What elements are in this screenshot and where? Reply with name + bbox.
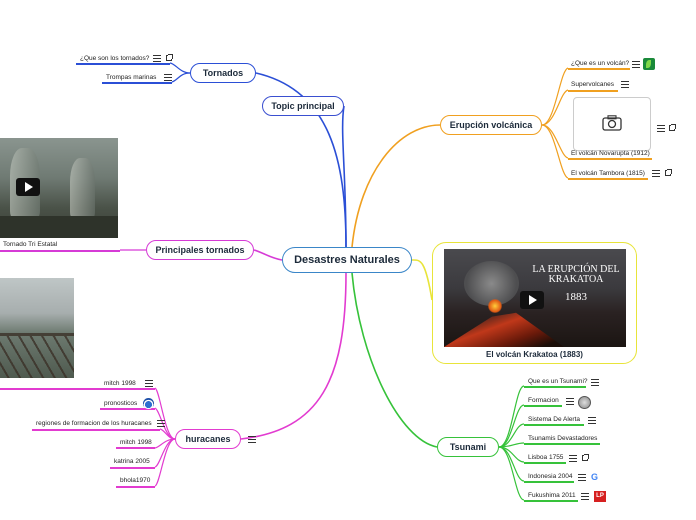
video-thumbnail-tornado[interactable] (0, 138, 118, 238)
video-thumbnail-krakatoa[interactable]: LA ERUPCIÓN DEL KRAKATOA 1883 (444, 249, 626, 347)
subtopic-bhola-1970[interactable]: bhola1970 (120, 477, 151, 484)
subtopic-novarupta[interactable]: El volcán Novarupta (1912) (571, 150, 650, 157)
subtopic-underline (524, 405, 562, 407)
note-icon[interactable] (578, 474, 586, 481)
note-icon[interactable] (632, 61, 640, 68)
lp-icon[interactable]: LP (594, 491, 606, 502)
note-icon[interactable] (164, 74, 172, 81)
subtopic-underline (32, 429, 160, 431)
google-icon[interactable]: G (591, 472, 599, 482)
subtopic-indonesia-2004[interactable]: Indonesia 2004 (528, 473, 573, 480)
image-huracan[interactable] (0, 278, 74, 378)
play-icon[interactable] (520, 291, 544, 309)
note-icon[interactable] (621, 81, 629, 88)
subtopic-tornado-tri-estatal[interactable]: Tornado Tri Estatal (3, 241, 58, 248)
camera-icon (602, 115, 622, 131)
subtopic-fukushima-2011[interactable]: Fukushima 2011 (528, 492, 576, 499)
play-icon[interactable] (16, 178, 40, 196)
topic-tornados[interactable]: Tornados (190, 63, 256, 83)
note-icon[interactable] (248, 436, 256, 443)
subtopic-underline (568, 178, 648, 180)
subtopic-tambora[interactable]: El volcán Tambora (1815) (571, 170, 645, 177)
subtopic-supervolcanes[interactable]: Supervolcanes (571, 81, 614, 88)
note-icon[interactable] (652, 170, 660, 177)
subtopic-mitch-1998-b[interactable]: mitch 1998 (120, 439, 152, 446)
external-link-icon[interactable] (166, 54, 173, 61)
subtopic-katrina-2005[interactable]: katrina 2005 (114, 458, 150, 465)
topic-tsunami[interactable]: Tsunami (437, 437, 499, 457)
subtopic-underline (0, 388, 155, 390)
video-year: 1883 (565, 291, 587, 303)
subtopic-tsunamis-devastadores[interactable]: Tsunamis Devastadores (528, 435, 598, 442)
subtopic-underline (116, 486, 155, 488)
subtopic-underline (524, 462, 566, 464)
subtopic-trompas-marinas[interactable]: Trompas marinas (106, 74, 157, 81)
subtopic-underline (568, 68, 630, 70)
note-icon[interactable] (566, 398, 574, 405)
subtopic-underline (102, 82, 172, 84)
subtopic-underline (524, 424, 584, 426)
topic-krakatoa[interactable]: LA ERUPCIÓN DEL KRAKATOA 1883 El volcán … (432, 242, 637, 364)
subtopic-underline (116, 447, 155, 449)
note-icon[interactable] (569, 455, 577, 462)
subtopic-underline (0, 250, 120, 252)
note-icon[interactable] (588, 417, 596, 424)
subtopic-underline (100, 408, 155, 410)
noaa-icon[interactable] (143, 398, 154, 409)
leaf-icon[interactable] (643, 58, 655, 70)
topic-huracanes[interactable]: huracanes (175, 429, 241, 449)
subtopic-lisboa-1755[interactable]: Lisboa 1755 (528, 454, 564, 461)
subtopic-sistema-alerta[interactable]: Sistema De Alerta (528, 416, 581, 423)
subtopic-underline (524, 443, 600, 445)
subtopic-que-son-tornados[interactable]: ¿Que son los tornados? (80, 55, 150, 62)
subtopic-pronosticos[interactable]: pronosticos (104, 400, 138, 407)
subtopic-underline (568, 90, 618, 92)
subtopic-formacion[interactable]: Formacion (528, 397, 559, 404)
note-icon[interactable] (145, 380, 153, 387)
subtopic-underline (568, 158, 652, 160)
note-icon[interactable] (153, 55, 161, 62)
subtopic-underline (110, 467, 155, 469)
video-title-line2: KRAKATOA (548, 274, 604, 285)
globe-icon[interactable] (578, 396, 591, 409)
external-link-icon[interactable] (669, 124, 676, 131)
video-title-line1: LA ERUPCIÓN DEL (532, 264, 620, 275)
image-placeholder-novarupta[interactable] (573, 97, 651, 151)
subtopic-que-es-tsunami[interactable]: Que es un Tsunami? (528, 378, 588, 385)
topic-principales-tornados[interactable]: Principales tornados (146, 240, 254, 260)
topic-erupcion-volcanica[interactable]: Erupción volcánica (440, 115, 542, 135)
external-link-icon[interactable] (665, 169, 672, 176)
subtopic-underline (524, 500, 578, 502)
note-icon[interactable] (157, 420, 165, 427)
subtopic-underline (76, 63, 170, 65)
subtopic-underline (524, 386, 586, 388)
central-topic[interactable]: Desastres Naturales (282, 247, 412, 273)
note-icon[interactable] (657, 125, 665, 132)
krakatoa-label: El volcán Krakatoa (1883) (486, 350, 583, 359)
note-icon[interactable] (591, 379, 599, 386)
subtopic-que-es-volcan[interactable]: ¿Que es un volcán? (571, 60, 630, 67)
external-link-icon[interactable] (582, 454, 589, 461)
note-icon[interactable] (581, 493, 589, 500)
subtopic-mitch-1998[interactable]: mitch 1998 (104, 380, 136, 387)
subtopic-regiones-formacion[interactable]: regiones de formacion de los huracanes (36, 420, 152, 427)
topic-principal[interactable]: Topic principal (262, 96, 344, 116)
subtopic-underline (524, 481, 574, 483)
